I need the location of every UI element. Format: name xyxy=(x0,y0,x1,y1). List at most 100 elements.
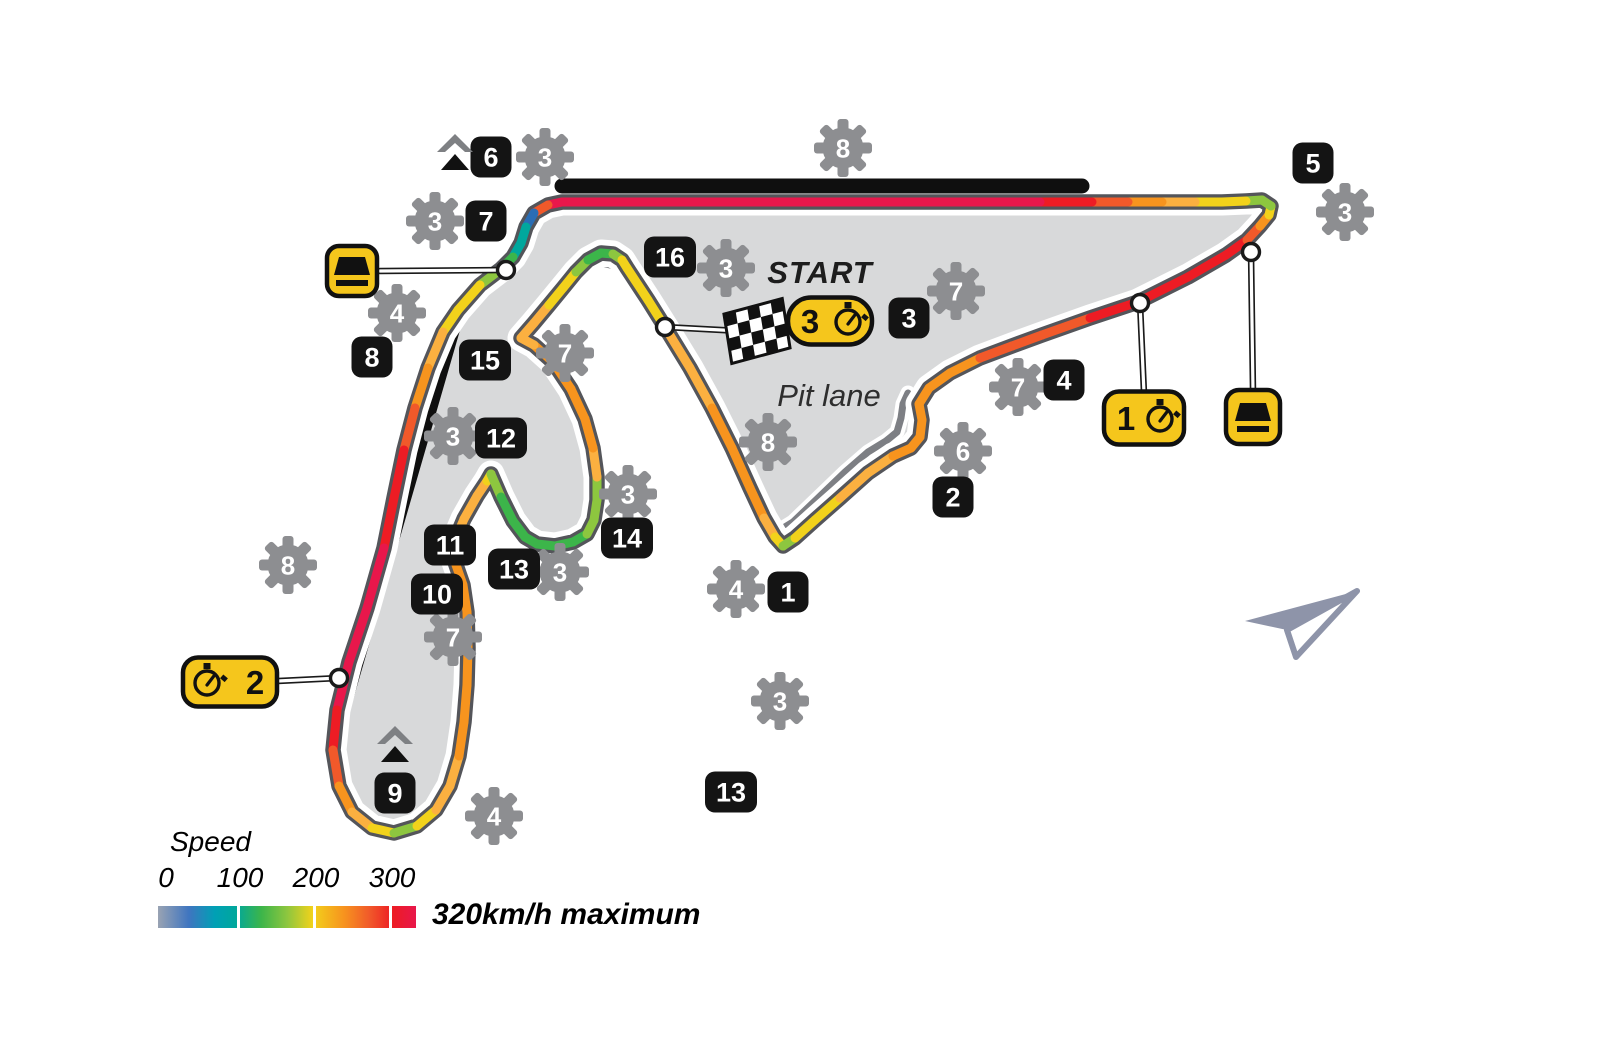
gear-number: 3 xyxy=(446,421,460,451)
connector-line xyxy=(274,667,350,689)
track-speed-segment xyxy=(379,493,399,553)
sector-number: 2 xyxy=(246,664,264,701)
turn-number: 15 xyxy=(470,346,500,376)
turn-marker-3: 3 xyxy=(888,297,930,339)
track-speed-segment xyxy=(707,403,737,453)
track-point-dot xyxy=(495,259,517,281)
gear-icon: 4 xyxy=(465,787,523,845)
turn-marker-14: 14 xyxy=(601,517,653,559)
track-speed-segment xyxy=(588,443,602,482)
turn-number: 3 xyxy=(901,304,916,334)
gear-number: 3 xyxy=(553,557,567,587)
turn-number: 14 xyxy=(612,524,642,554)
stopwatch-icon xyxy=(834,302,869,336)
turn-marker-15: 15 xyxy=(459,339,511,381)
track-speed-segment xyxy=(389,445,409,503)
gear-number: 7 xyxy=(1011,372,1025,402)
gear-icon: 3 xyxy=(424,407,482,465)
turn-marker-10: 10 xyxy=(411,573,463,615)
gear-number: 6 xyxy=(956,436,970,466)
speed-trap-icon xyxy=(1235,403,1271,421)
gear-number: 7 xyxy=(558,338,572,368)
turn-marker-13: 13 xyxy=(705,771,757,813)
gear-icon: 3 xyxy=(751,672,809,730)
track-speed-segment xyxy=(566,384,590,424)
track-speed-segment xyxy=(344,603,372,667)
turn-number: 9 xyxy=(387,779,402,809)
track-speed-segment xyxy=(810,493,845,525)
track-speed-segment xyxy=(453,280,485,315)
turn-marker-4: 4 xyxy=(1043,359,1085,401)
gear-number: 3 xyxy=(773,686,787,716)
track-point-dot xyxy=(328,667,350,689)
track-speed-segment xyxy=(454,717,469,761)
turn-number: 2 xyxy=(945,483,960,513)
turn-marker-12: 12 xyxy=(475,417,527,459)
gear-number: 3 xyxy=(621,479,635,509)
gear-number: 4 xyxy=(729,574,744,604)
track-speed-segment xyxy=(975,341,1017,363)
track-speed-segment xyxy=(685,363,717,413)
turn-marker-5: 5 xyxy=(1292,142,1334,184)
turn-number: 11 xyxy=(436,531,465,561)
turn-number: 5 xyxy=(1305,149,1320,179)
gear-icon: 3 xyxy=(516,128,574,186)
gear-icon: 7 xyxy=(989,358,1047,416)
gear-number: 4 xyxy=(487,801,502,831)
track-point-dot xyxy=(1240,241,1262,263)
track-speed-segment xyxy=(362,543,389,613)
track-speed-segment xyxy=(1037,313,1095,340)
turn-marker-1: 1 xyxy=(767,571,809,613)
compass-arrow-icon xyxy=(1284,588,1360,660)
gear-number: 3 xyxy=(1338,197,1352,227)
connector-line xyxy=(1240,241,1262,395)
turn-marker-13: 13 xyxy=(488,548,540,590)
stopwatch-icon xyxy=(1146,399,1181,433)
track-speed-segment xyxy=(328,705,342,755)
gear-icon: 4 xyxy=(368,284,426,342)
gear-icon: 8 xyxy=(814,119,872,177)
gear-number: 8 xyxy=(281,550,295,580)
track-speed-line xyxy=(328,195,1276,838)
track-speed-segment xyxy=(410,363,433,413)
gear-icon: 8 xyxy=(259,536,317,594)
turn-number: 16 xyxy=(655,243,685,273)
track-speed-segment xyxy=(1183,250,1231,282)
track-speed-segment xyxy=(1007,330,1047,351)
turn-marker-16: 16 xyxy=(644,236,696,278)
turn-number: 13 xyxy=(499,555,529,585)
track-speed-segment xyxy=(617,255,632,273)
turn-marker-7: 7 xyxy=(465,200,507,242)
gear-icon: 7 xyxy=(424,608,482,666)
gear-icon: 7 xyxy=(536,324,594,382)
pit-lane-label: Pit lane xyxy=(777,378,881,413)
track-speed-segment xyxy=(727,443,755,493)
gear-number: 8 xyxy=(836,133,850,163)
chequered-flag-icon xyxy=(722,296,792,366)
track-speed-segment xyxy=(334,781,357,817)
turn-number: 6 xyxy=(483,143,498,173)
turn-marker-2: 2 xyxy=(932,476,974,518)
turn-number: 12 xyxy=(486,424,516,454)
track-speed-segment xyxy=(622,263,653,305)
speed-trap-marker xyxy=(324,243,380,299)
connector-line xyxy=(376,259,517,281)
gear-icon: 4 xyxy=(707,560,765,618)
turn-marker-8: 8 xyxy=(351,336,393,378)
gear-icon: 3 xyxy=(697,239,755,297)
turn-marker-6: 6 xyxy=(470,136,512,178)
turn-number: 7 xyxy=(478,207,493,237)
gear-number: 3 xyxy=(428,206,442,236)
speed-trap-marker xyxy=(1223,387,1283,447)
uphill-arrow-icon xyxy=(437,134,473,170)
sector-marker-2: 2 xyxy=(180,655,280,709)
track-speed-segment xyxy=(431,781,455,815)
gear-number: 3 xyxy=(538,142,552,172)
gear-icon: 3 xyxy=(531,543,589,601)
track-speed-segment xyxy=(745,483,769,523)
track-point-dot xyxy=(654,316,676,338)
gear-number: 7 xyxy=(949,276,963,306)
uphill-arrow-icon xyxy=(377,726,413,762)
